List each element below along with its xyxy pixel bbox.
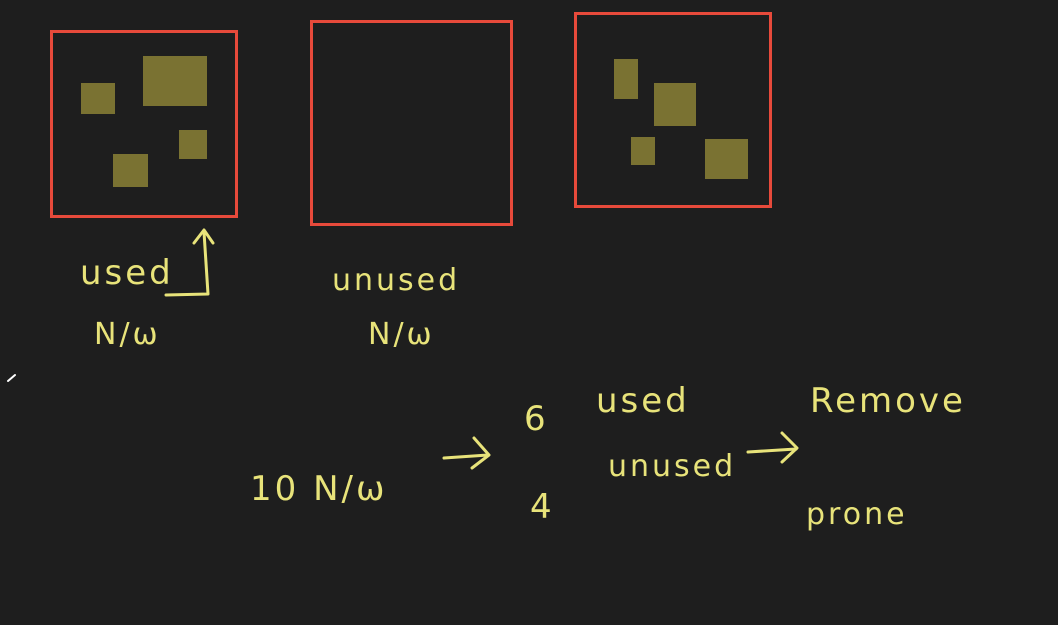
unused-word: unused [608, 449, 737, 484]
used-word: used [596, 381, 690, 421]
used-count: 6 [524, 399, 549, 439]
right-arrow-icon [746, 447, 798, 454]
arrowhead-icon [470, 436, 491, 470]
resource-block [113, 154, 148, 187]
resource-block [631, 137, 655, 165]
network-box-3 [574, 12, 772, 208]
right-arrow-icon [442, 453, 490, 460]
used-network-label: N/ω [94, 317, 161, 352]
total-networks-note: 10 N/ω [250, 469, 388, 509]
unused-network-label: N/ω [368, 317, 435, 352]
resource-block [179, 130, 207, 159]
resource-block [81, 83, 115, 114]
resource-block [705, 139, 748, 179]
arrowhead-icon [780, 431, 799, 464]
stray-stroke [7, 374, 16, 382]
resource-block [654, 83, 696, 126]
remove-note: Remove [810, 381, 966, 421]
resource-block [143, 56, 207, 106]
unused-label: unused [332, 263, 461, 298]
unused-count: 4 [530, 487, 555, 527]
used-label: used [80, 253, 174, 293]
unused-network-box [310, 20, 513, 226]
used-network-box [50, 30, 238, 218]
prone-note: prone [806, 497, 908, 532]
resource-block [614, 59, 638, 99]
arrowhead-icon [192, 228, 215, 245]
